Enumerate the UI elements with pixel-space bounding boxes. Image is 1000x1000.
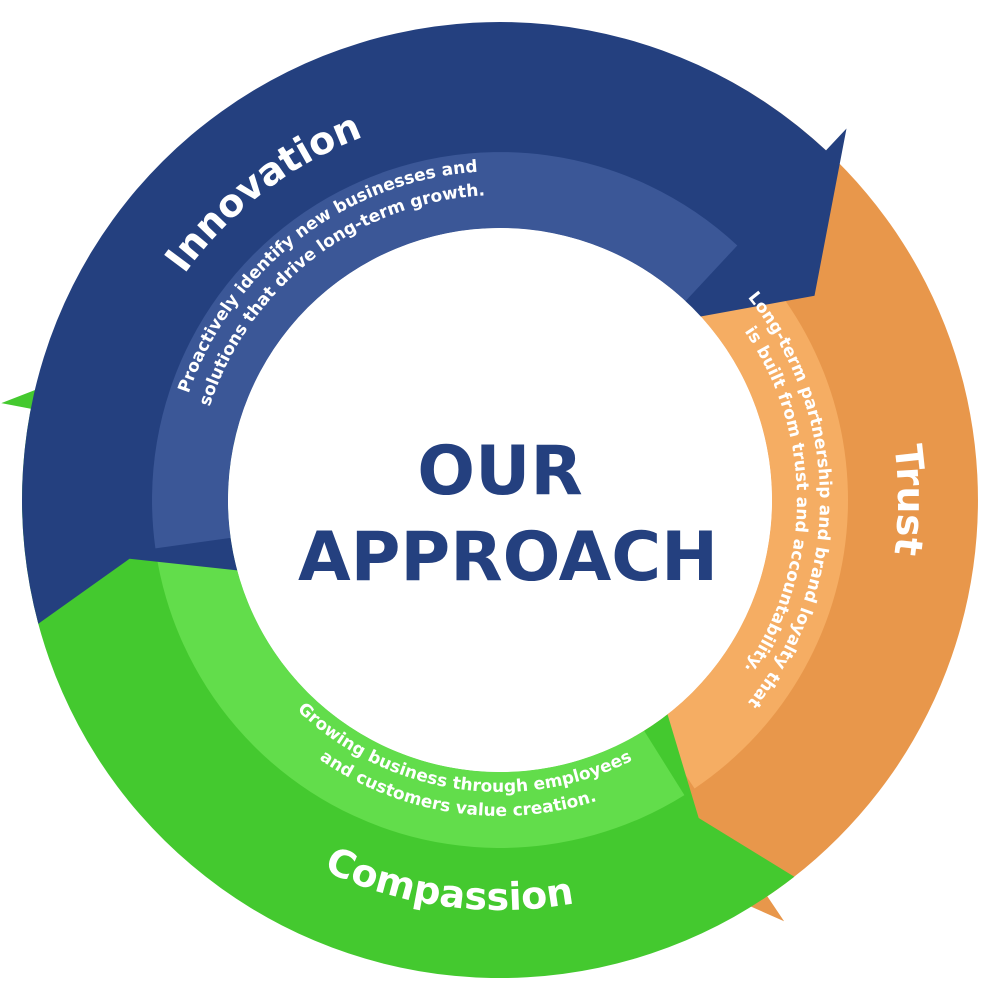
center-title-line2: APPROACH [298,518,718,597]
center-circle [228,228,772,772]
center-title-line1: OUR [417,432,582,511]
innovation-inner-band [152,152,738,549]
innovation-segment [22,21,847,624]
trust-title: Trust [885,442,933,558]
trust-inner-band [652,225,849,789]
trust-title-path: Trust [885,442,933,558]
compassion-inner-band [152,451,685,848]
